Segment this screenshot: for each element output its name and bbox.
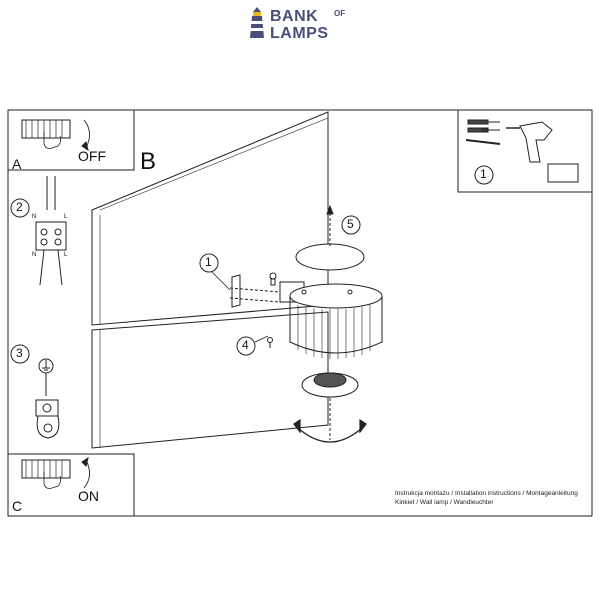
step-5-label: 5 [347,217,354,231]
footer-instructions: Instrukcja montażu / Installation instru… [395,490,578,497]
panel-c [7,453,135,517]
step-4-label: 4 [242,338,249,352]
diffuser-disc [295,204,365,271]
tools-step-label: 1 [480,167,487,181]
brand-logo: BANK OF LAMPS [246,6,356,42]
panel-tools [457,109,593,193]
step-2-label: 2 [16,200,23,214]
rotation-arrow [293,418,367,443]
panel-c-letter: C [12,498,23,514]
step-circles [10,165,494,364]
main-letter: B [140,148,157,175]
terminal-n-top: N [32,214,37,220]
step-leaders [211,271,269,343]
step-1-label: 1 [205,255,212,269]
tools-count: x2 [482,128,489,134]
lamp-base [301,372,359,440]
panel-ground [35,358,60,439]
wall-panels [91,111,329,449]
footer-product: Kinkiet / Wall lamp / Wandleuchter [395,499,494,506]
brand-line-2: LAMPS [270,25,329,42]
panel-a-letter: A [12,156,22,172]
lamp-body [279,281,383,359]
brand-line-1: BANK [270,8,319,25]
panel-wiring [35,176,67,286]
sheet-frame [7,109,593,517]
brand-of: OF [334,9,346,18]
terminal-l-top: L [64,214,68,220]
terminal-n-bottom: N [32,252,37,258]
lighthouse-icon [250,7,264,38]
panel-c-state: ON [78,488,99,504]
terminal-l-bottom: L [64,252,68,258]
step-3-label: 3 [16,346,23,360]
panel-a-state: OFF [78,148,106,164]
panel-a [7,109,135,171]
mounting-bracket [229,272,281,348]
